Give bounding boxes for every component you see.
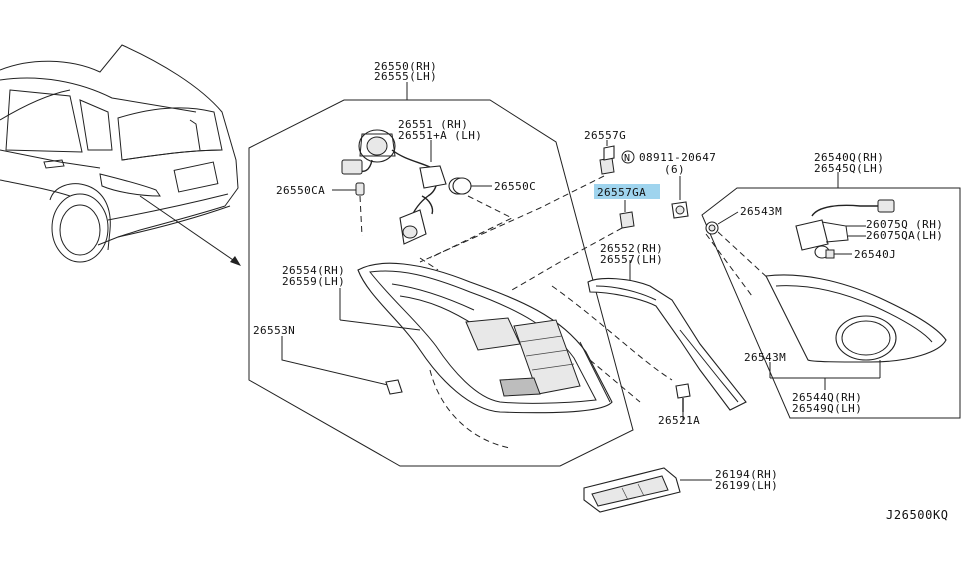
label-26075q: 26075Q (RH) [866,218,943,231]
screw-26521a [675,383,691,420]
label-08911-symbol: N [624,153,630,164]
grommet-26557ga [619,200,635,229]
label-26552: 26552(RH) [600,242,663,255]
label-26199: 26199(LH) [715,479,778,492]
label-26550ca: 26550CA [276,184,325,197]
label-26075qa: 26075QA(LH) [866,229,943,242]
label-26543m-bottom: 26543M [744,351,786,364]
finisher-26552 [587,260,747,411]
fog-lamp-26544q [765,274,947,390]
label-26551a: 26551+A (LH) [398,129,482,142]
tail-lamp-assembly-frame [248,82,634,467]
bulb-26550c [452,177,492,195]
part-labels: 26550(RH) 26555(LH) 26551 (RH) 26551+A (… [253,60,949,522]
label-26543m-top: 26543M [740,205,782,218]
label-26540q: 26540Q(RH) [814,151,884,164]
label-26555: 26555(LH) [374,70,437,83]
label-26521a: 26521A [658,414,700,427]
socket-harness-26551 [341,129,468,245]
label-26557g: 26557G [584,129,626,142]
grommet-26557g [599,140,615,175]
socket-26540q [795,199,895,251]
label-26540j: 26540J [854,248,896,261]
label-26550c: 26550C [494,180,536,193]
bulb-26540j [814,245,852,259]
highlight-26557ga [594,184,660,199]
clip-26553n [281,336,403,395]
label-26557ga: 26557GA [597,186,646,199]
label-26550: 26550(RH) [374,60,437,73]
label-26553n: 26553N [253,324,295,337]
label-26557: 26557(LH) [600,253,663,266]
label-26549q: 26549Q(LH) [792,402,862,415]
vehicle-illustration [0,44,241,266]
label-26544q: 26544Q(RH) [792,391,862,404]
label-26554: 26554(RH) [282,264,345,277]
nut-08911-20647 [621,150,689,219]
grommet-26543m [705,211,739,235]
garnish-assembly-frame [701,172,961,419]
label-26545q: 26545Q(LH) [814,162,884,175]
tail-lamp-26554 [339,262,613,414]
bulb-26550ca [332,182,365,196]
label-26559: 26559(LH) [282,275,345,288]
label-26194: 26194(RH) [715,468,778,481]
label-26551: 26551 (RH) [398,118,468,131]
label-08911-qty: (6) [664,163,685,176]
diagram-code: J26500KQ [886,508,949,522]
reflector-26194 [583,467,712,513]
label-08911-20647: 08911-20647 [639,151,716,164]
